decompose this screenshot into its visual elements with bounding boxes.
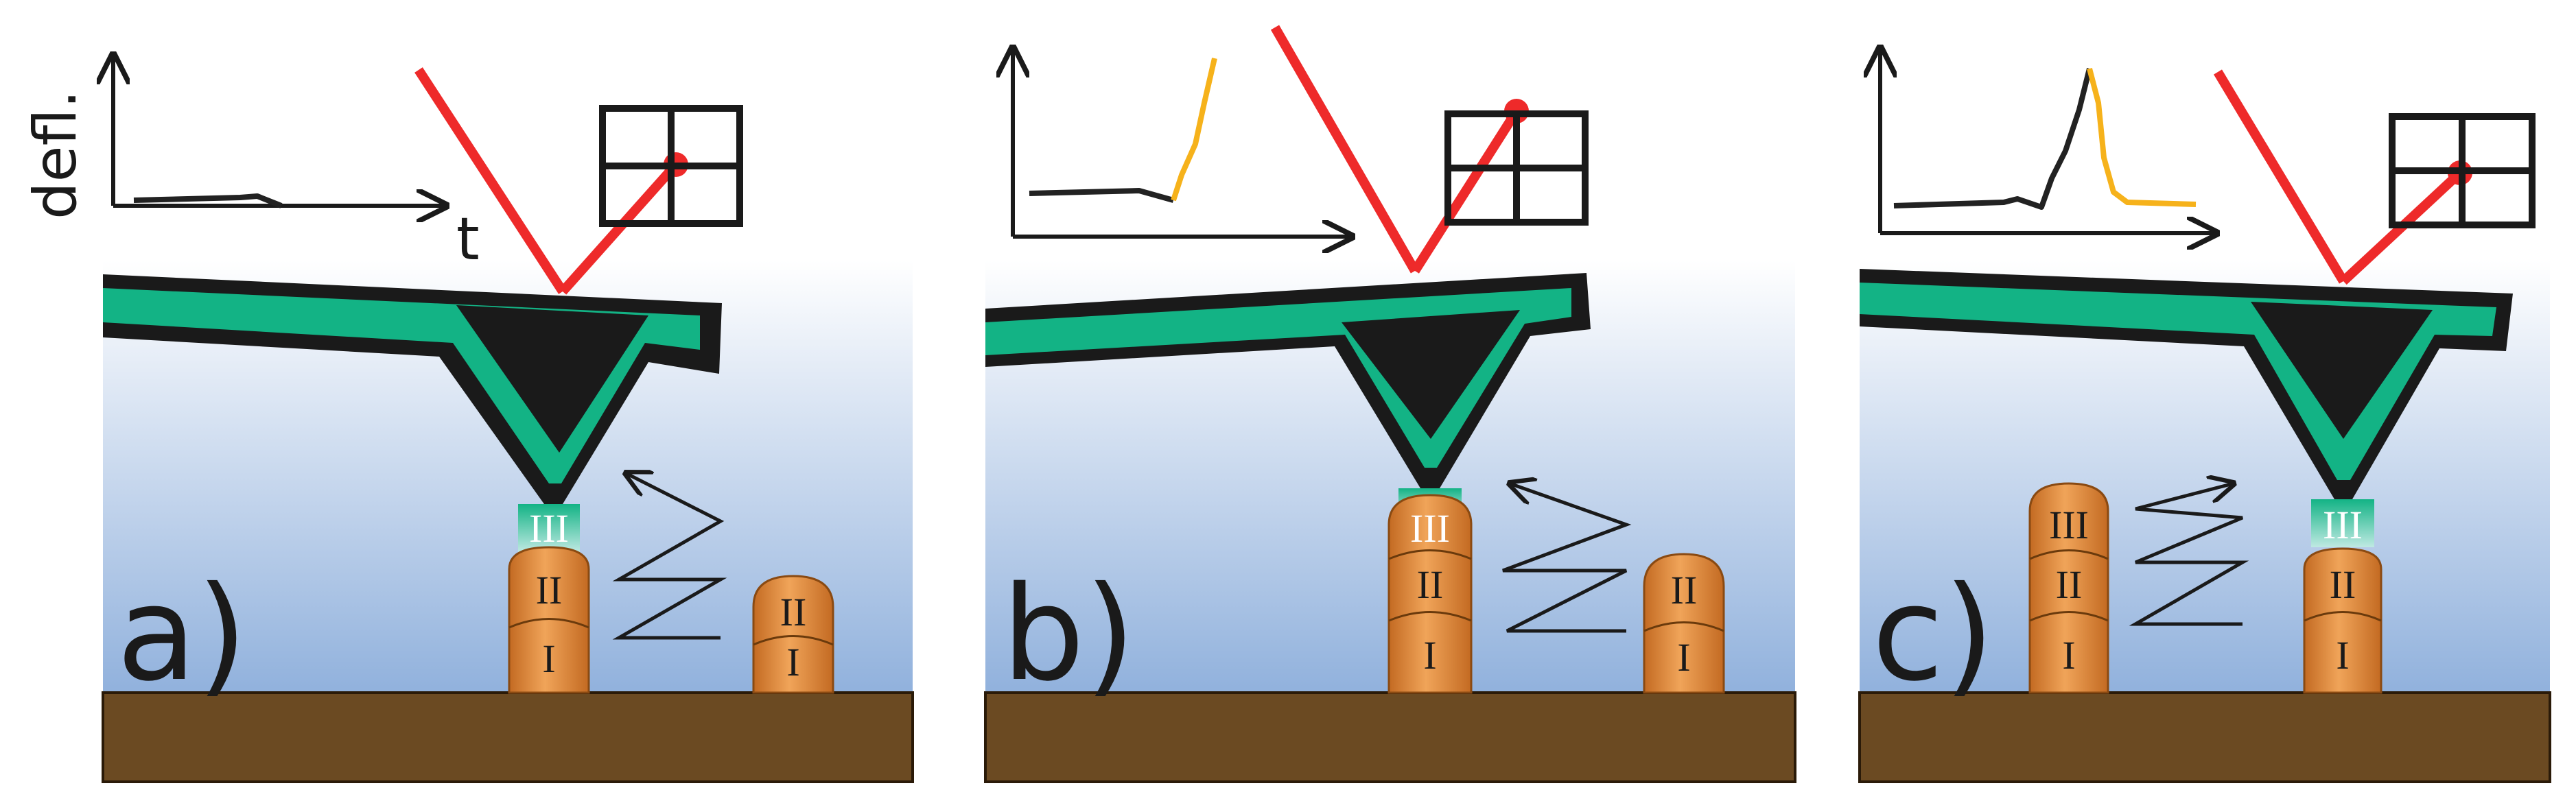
deflection-trace	[1893, 68, 2092, 210]
laser-beam	[1270, 25, 1529, 274]
deflection-trace-rising	[1171, 58, 1217, 202]
tip-contact-marks: III	[2323, 503, 2363, 547]
fibril	[2028, 482, 2109, 694]
fibril-segment-label: I	[2336, 633, 2349, 678]
laser-beam	[2213, 69, 2472, 285]
tip-contact-marks: III	[1410, 506, 1450, 551]
panel-label: b)	[1002, 558, 1136, 710]
fibril-segment-label: I	[542, 636, 555, 681]
tip-contact-marks: III	[529, 506, 569, 551]
fibril-segment-label: I	[1677, 635, 1690, 680]
cantilever	[1860, 269, 2513, 499]
fibril	[508, 546, 590, 694]
panel-label: c)	[1872, 558, 1995, 710]
zigzag-arrow-icon	[612, 473, 727, 640]
fibril-segment-label: I	[1423, 633, 1436, 678]
deflection-trace	[1029, 188, 1175, 203]
fibril	[2303, 547, 2382, 694]
fibril-segment-label: III	[2049, 503, 2089, 547]
photodetector-icon	[599, 105, 743, 227]
zigzag-arrow-icon	[2129, 483, 2249, 626]
fibril	[1643, 553, 1725, 694]
panel-a: defl. t III II I	[21, 55, 914, 783]
deflection-axes	[1013, 48, 1352, 237]
fibril	[752, 575, 834, 694]
fibril-segment-label: II	[780, 590, 807, 634]
substrate	[984, 691, 1796, 783]
cantilever	[103, 274, 722, 504]
deflection-axes	[113, 55, 446, 206]
fibril	[1387, 494, 1473, 694]
tip-contact-glow	[518, 504, 580, 552]
fibril-segment-label: I	[786, 640, 799, 684]
photodetector-icon	[1444, 110, 1589, 226]
y-axis-label: defl.	[21, 90, 90, 219]
fibril-segment-label: II	[1417, 562, 1444, 607]
fibril-segment-label: I	[2062, 633, 2075, 678]
tip-contact-glow	[2311, 499, 2374, 547]
fibril-segment-label: II	[2056, 562, 2083, 607]
fibril-segment-label: II	[1671, 568, 1698, 612]
photodetector-icon	[2389, 113, 2536, 228]
fibril-segment-label: II	[2330, 562, 2356, 607]
deflection-trace-decay	[2087, 67, 2197, 207]
cantilever	[985, 273, 1591, 488]
deflection-axes	[1880, 48, 2216, 233]
panel-label: a)	[117, 558, 248, 710]
panel-b: III II I II I b)	[984, 25, 1796, 783]
substrate	[1858, 691, 2551, 783]
fibril-segment-label: II	[536, 568, 563, 612]
substrate	[102, 691, 914, 783]
panel-c: III III II I II I c)	[1858, 48, 2551, 783]
x-axis-label: t	[456, 205, 480, 274]
zigzag-arrow-icon	[1502, 483, 1632, 633]
deflection-trace	[133, 193, 283, 208]
